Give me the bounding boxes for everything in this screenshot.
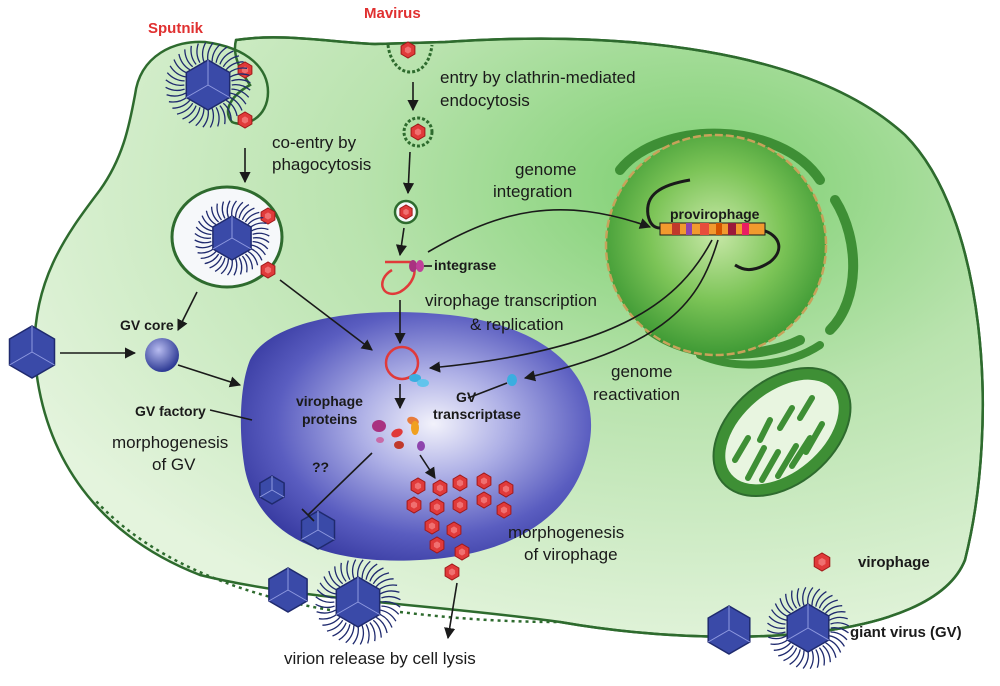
label-clathrin-2: endocytosis (440, 91, 530, 110)
progeny-virophage-15 (444, 563, 460, 581)
incoming-giant-virus (8, 325, 56, 379)
label-integrase: integrase (434, 257, 496, 273)
gv-transcriptase-free (507, 374, 517, 386)
arrow-reactivation-1 (428, 239, 713, 373)
legend-virophage-icon (813, 552, 831, 572)
progeny-virophage-8 (452, 496, 468, 514)
label-reactivation-1: genome (611, 362, 672, 381)
label-release: virion release by cell lysis (284, 649, 476, 668)
membrane-edge-left (94, 499, 331, 612)
progeny-virophage-1 (410, 477, 426, 495)
inhibition-line (301, 452, 373, 522)
label-morph-gv-1: morphogenesis (112, 433, 228, 452)
label-genome-integration-2: integration (493, 182, 572, 201)
progeny-virophage-13 (429, 536, 445, 554)
progeny-virophage-11 (424, 517, 440, 535)
pointer-transcriptase (467, 382, 508, 399)
mitochondrion (712, 366, 852, 498)
provirophage-insert (659, 222, 766, 236)
phagosome-giant-virus (194, 200, 270, 276)
factory-budding-gv-1 (259, 475, 285, 505)
legend-gv-naked-icon (707, 605, 751, 655)
arrow-phagosome-to-core (177, 291, 198, 332)
released-gv-2 (315, 559, 401, 645)
endosome-coated (402, 116, 434, 148)
label-vp-proteins-1: virophage (296, 393, 363, 409)
legend-gv-fibred-icon (766, 586, 850, 670)
virophage-particle-layer (237, 41, 831, 581)
arrow-release (444, 582, 458, 640)
label-morph-vp-1: morphogenesis (508, 523, 624, 542)
gv-factory (240, 312, 592, 561)
legend-gv-label: giant virus (GV) (850, 624, 962, 641)
label-gv-transcriptase-1: GV (456, 389, 477, 405)
label-transcription-2: & replication (470, 315, 564, 334)
coated-pit (386, 44, 434, 74)
arrows (60, 82, 719, 640)
giant-virus-layer (8, 42, 850, 670)
er-right-arc (825, 195, 859, 335)
progeny-virophage-2 (432, 479, 448, 497)
arrow-phagosome-to-factory (279, 279, 373, 351)
arrow-proteins-to-morphogenesis (419, 454, 436, 479)
arrow-integration (427, 208, 652, 253)
label-vp-proteins-2: proteins (302, 411, 357, 427)
membrane-edge-bottom (399, 610, 561, 624)
label-sputnik: Sputnik (148, 20, 204, 37)
membrane-edge-top (235, 36, 984, 639)
progeny-virophage-12 (446, 521, 462, 539)
progeny-virophage-7 (429, 498, 445, 516)
arrow-uncoated-to-dna (395, 227, 408, 257)
label-reactivation-2: reactivation (593, 385, 680, 404)
label-question: ?? (312, 459, 329, 475)
gv-transcriptase-bound-2 (417, 379, 429, 387)
label-morph-vp-2: of virophage (524, 545, 618, 564)
factory-budding-gv-2 (300, 510, 336, 550)
arrow-reactivation-2 (523, 239, 719, 382)
progeny-virophage-6 (406, 496, 422, 514)
progeny-virophage-9 (476, 491, 492, 509)
pointer-gv-factory (209, 409, 253, 421)
sputnik-virophage-2 (237, 111, 253, 129)
mavirus-virophage-pit (400, 41, 416, 59)
progeny-virophage-3 (452, 474, 468, 492)
mavirus-virophage-uncoated (399, 204, 413, 220)
label-genome-integration-1: genome (515, 160, 576, 179)
replicating-viral-dna (384, 345, 420, 381)
progeny-virophage-5 (498, 480, 514, 498)
virophage-proteins-cluster (372, 416, 425, 451)
label-transcription-1: virophage transcription (425, 291, 597, 310)
er-lower-arc-2 (696, 341, 824, 369)
sputnik-giant-virus (165, 42, 251, 128)
integrase-protein (409, 260, 417, 272)
label-clathrin-1: entry by clathrin-mediated (440, 68, 636, 87)
phagosome-virophage-2 (260, 261, 276, 279)
progeny-virophage-4 (476, 472, 492, 490)
released-gv-1 (268, 567, 308, 613)
mavirus-virophage-endosome (410, 123, 426, 141)
label-gv-transcriptase-2: transcriptase (433, 406, 521, 422)
host-dna-left (646, 178, 691, 230)
sputnik-virophage-1 (237, 61, 253, 79)
gv-core (145, 338, 179, 372)
host-dna-right (734, 228, 781, 271)
label-co-entry-1: co-entry by (272, 133, 357, 152)
arrow-endosome-to-uncoated (402, 151, 415, 195)
gv-transcriptase-bound (409, 374, 421, 382)
progeny-virophage-14 (454, 543, 470, 561)
label-gv-core: GV core (120, 317, 174, 333)
legend-virophage-label: virophage (858, 554, 930, 571)
label-provirophage: provirophage (670, 206, 760, 222)
progeny-virophage-10 (496, 501, 512, 519)
label-gv-factory: GV factory (135, 403, 206, 419)
arrow-core-to-factory (177, 364, 242, 388)
label-morph-gv-2: of GV (152, 455, 196, 474)
label-co-entry-2: phagocytosis (272, 155, 371, 174)
phagosome-virophage-1 (260, 207, 276, 225)
label-mavirus: Mavirus (364, 5, 421, 22)
integrase-protein-2 (416, 260, 424, 272)
